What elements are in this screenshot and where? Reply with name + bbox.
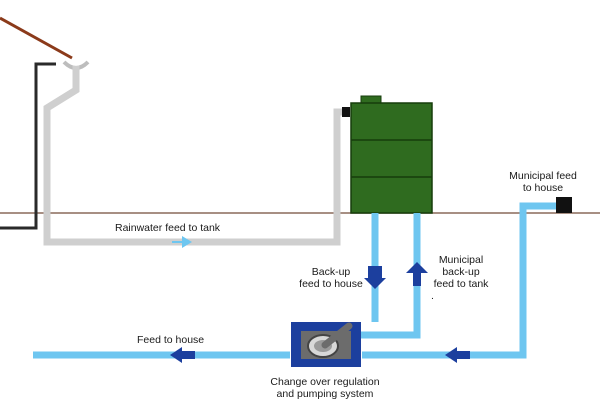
label-backup-feed-house: Back-up feed to house (286, 266, 376, 290)
municipal-backup-pipe (352, 213, 421, 339)
house-feed-left-arrow (170, 347, 195, 363)
rainwater-flow-arrow (172, 236, 192, 248)
label-line: Municipal (438, 254, 484, 266)
municipal-valve (556, 197, 572, 213)
municipal-left-arrow (445, 347, 470, 363)
house-roof (0, 16, 73, 60)
label-line: and pumping system (276, 388, 374, 400)
label-line: Back-up (311, 266, 351, 278)
label-rainwater-feed: Rainwater feed to tank (115, 222, 221, 234)
label-feed-to-house: Feed to house (137, 334, 205, 346)
municipal-up-arrow (406, 262, 428, 286)
label-municipal-backup-tank: Municipal back-up feed to tank . (425, 254, 497, 302)
rainwater-downpipe (43, 66, 346, 246)
label-line: feed to house (299, 278, 363, 290)
municipal-feed-pipe (362, 202, 560, 359)
label-changeover-system: Change over regulation and pumping syste… (250, 376, 400, 400)
label-line: back-up (442, 266, 480, 278)
house-wall (0, 62, 56, 230)
backup-down-arrow (364, 266, 386, 289)
label-line: . (431, 290, 434, 302)
label-line: Change over regulation (270, 376, 380, 388)
water-tank (350, 102, 433, 214)
label-line: Municipal feed (509, 170, 577, 182)
label-line: to house (522, 182, 564, 194)
pump-handle (321, 322, 353, 349)
label-municipal-feed-house: Municipal feed to house (498, 170, 588, 194)
label-line: feed to tank (433, 278, 489, 290)
tank-inlet-cap (342, 107, 350, 117)
